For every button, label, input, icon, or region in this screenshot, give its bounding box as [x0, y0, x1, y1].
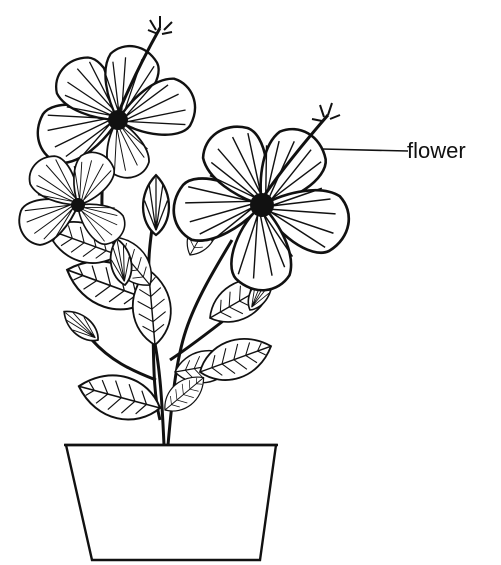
flower-label-group: flower [322, 138, 466, 163]
flower-leader-line [322, 149, 408, 151]
flower-label: flower [407, 138, 466, 163]
pot [64, 445, 278, 560]
flower-main [164, 103, 362, 301]
